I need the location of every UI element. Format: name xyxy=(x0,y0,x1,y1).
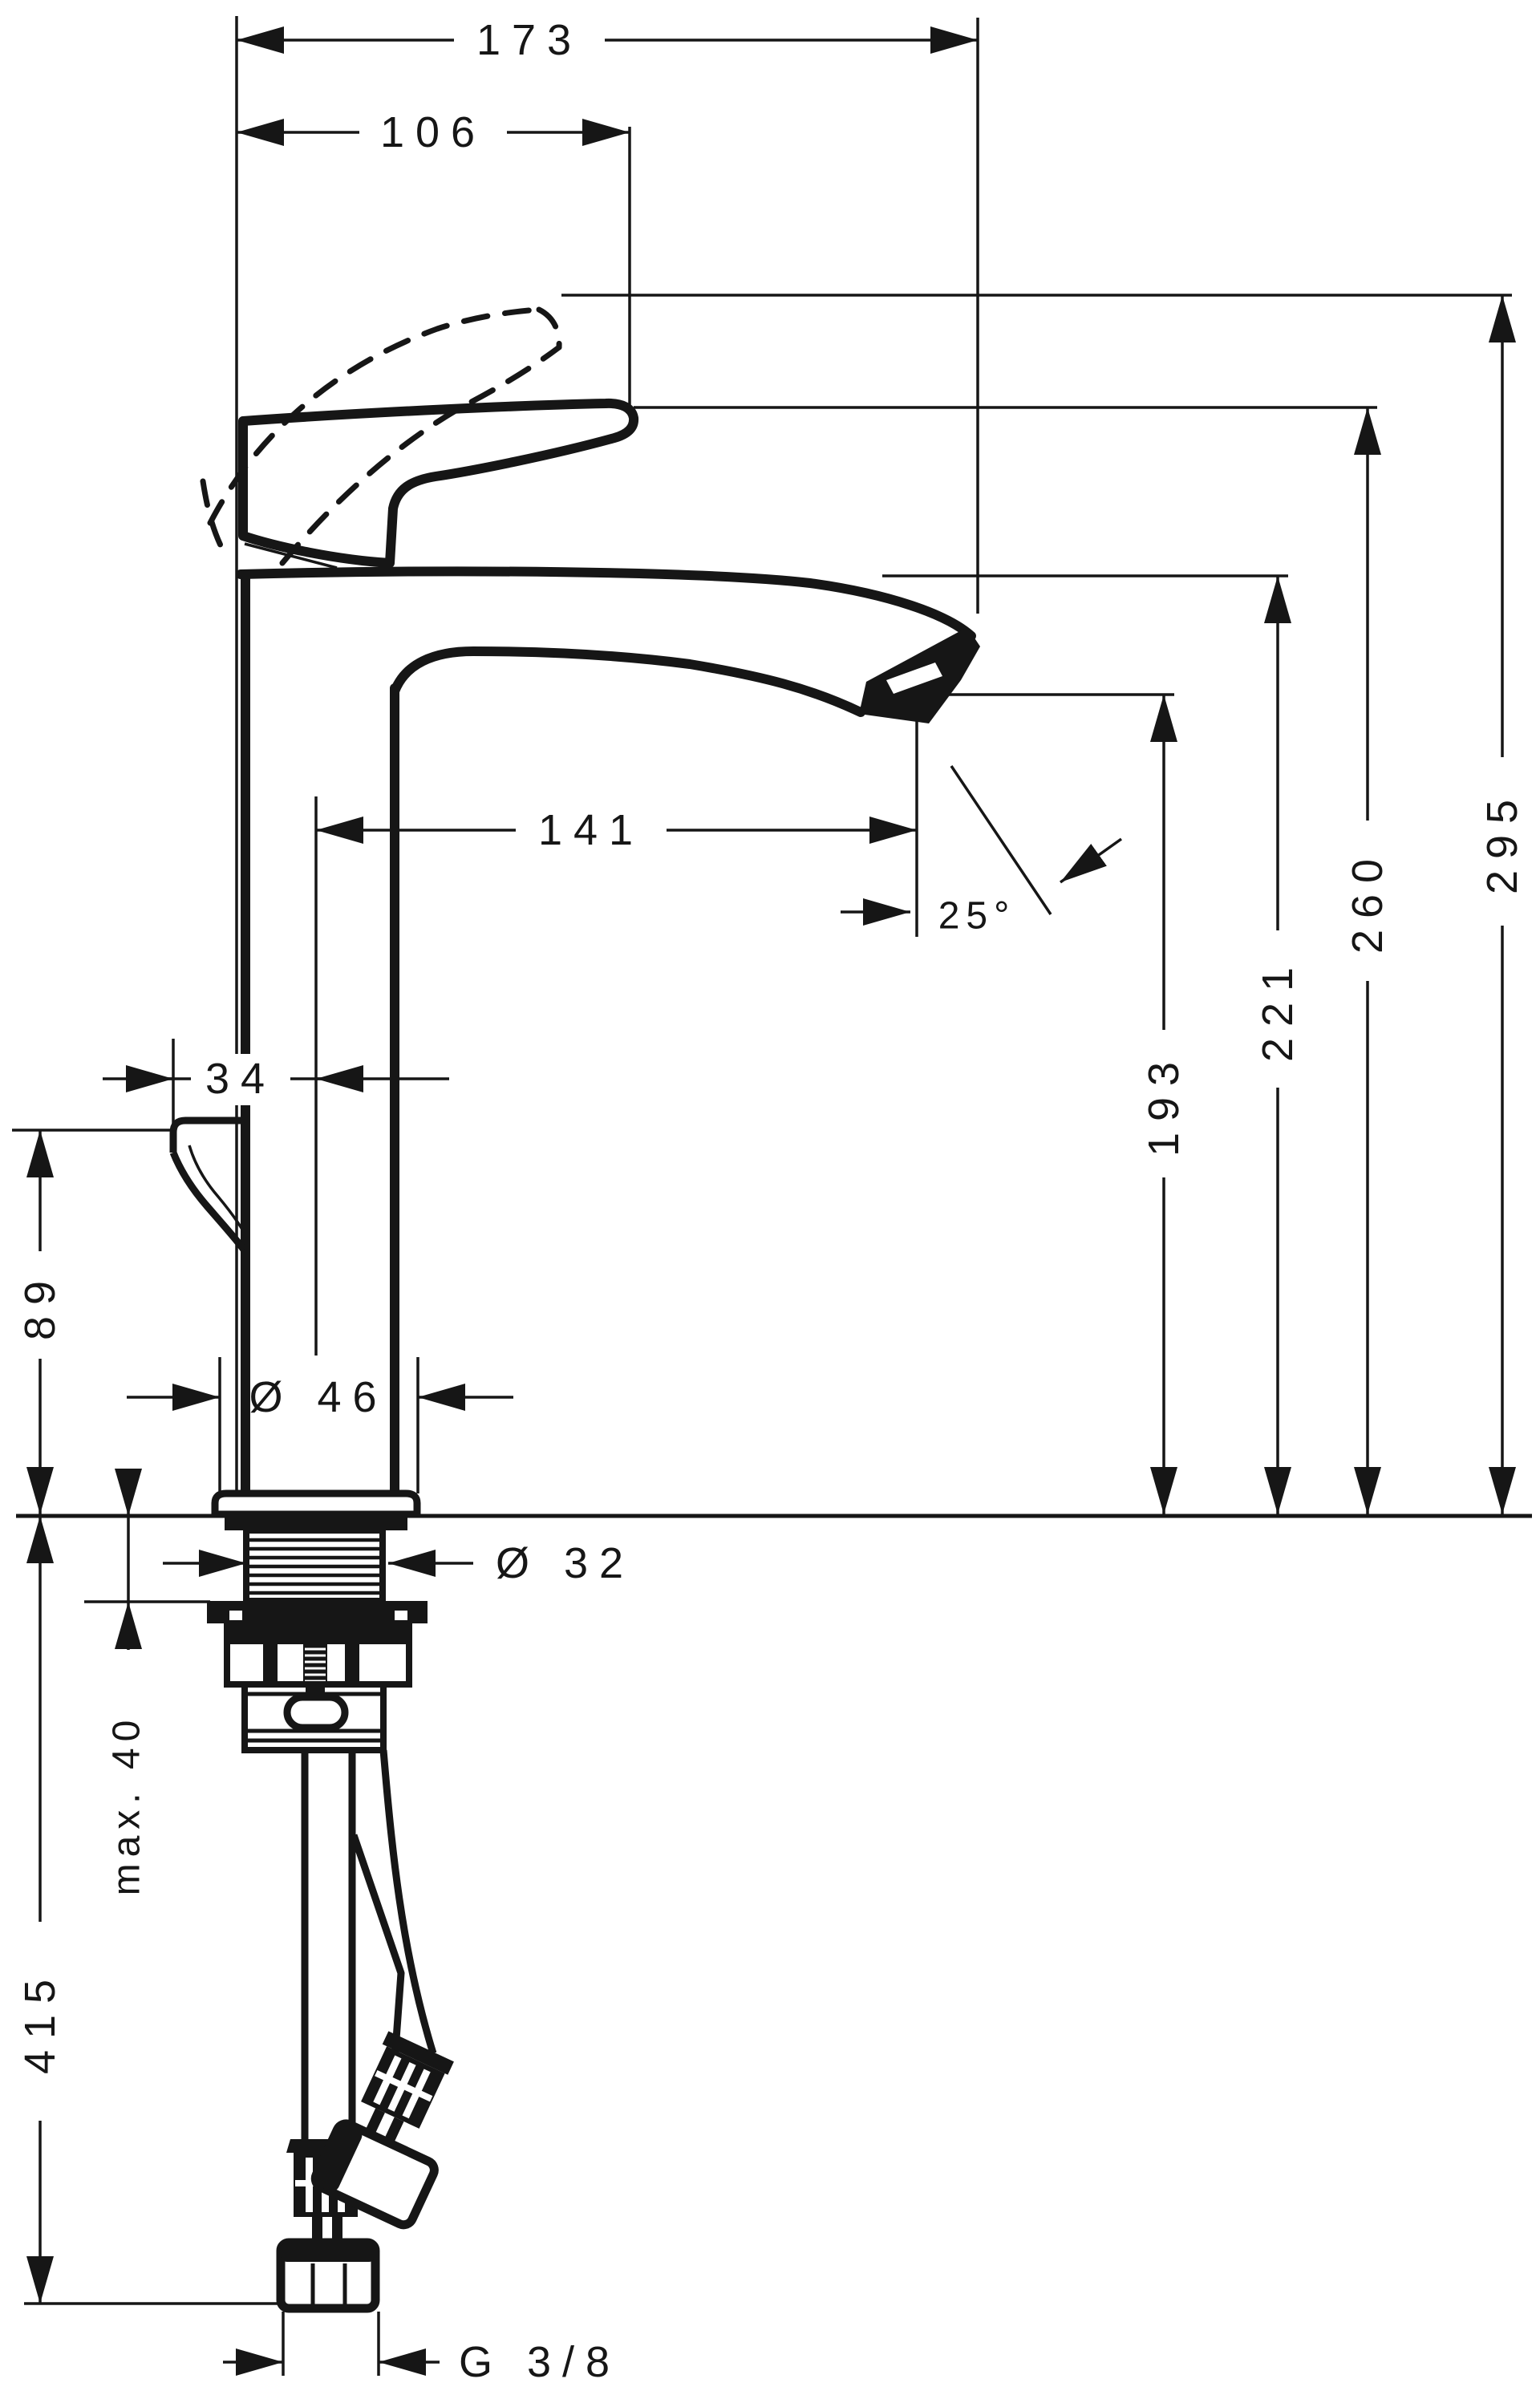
extension-lines xyxy=(12,16,1512,2376)
washer-notch-right xyxy=(395,1611,407,1620)
washer xyxy=(207,1601,428,1623)
label-rod-height: 89 xyxy=(16,1270,64,1340)
label-spout-reach: 141 xyxy=(538,806,644,854)
label-backgrounds xyxy=(16,16,1526,2121)
label-base-diameter: Ø 46 xyxy=(249,1373,387,1421)
hose1-neck-right xyxy=(332,2217,342,2243)
hose2-neck-right xyxy=(383,2117,404,2146)
label-overall-height: 295 xyxy=(1478,788,1526,894)
shank-threads xyxy=(249,1538,379,1595)
mounting-assembly xyxy=(207,1518,428,1753)
hose2-neck-left xyxy=(364,2108,385,2137)
stream-angle-line xyxy=(950,765,1052,915)
label-rod-offset: 34 xyxy=(205,1055,276,1103)
rod-coupling xyxy=(283,1693,349,1732)
dimension-lines xyxy=(26,26,1516,2376)
handle-raised-back-dashed xyxy=(207,306,542,526)
label-spout-top-offset: 106 xyxy=(380,108,486,156)
label-hose-length: 415 xyxy=(16,1968,64,2074)
handle-raised-front-dashed xyxy=(279,344,562,566)
dimension-labels: 173 106 141 25° 34 89 Ø 46 Ø 32 max. 40 … xyxy=(16,16,1526,2386)
label-overall-depth: 173 xyxy=(476,16,582,64)
label-aerator-height: 193 xyxy=(1140,1051,1188,1157)
handle-raised-pivot-dashed xyxy=(200,478,224,549)
faucet-body xyxy=(211,566,980,1518)
label-shank-diameter: Ø 32 xyxy=(496,1539,634,1587)
label-spout-height: 221 xyxy=(1254,956,1302,1062)
hose2-left-edge xyxy=(350,1834,405,2062)
base-escutcheon xyxy=(211,1489,421,1518)
label-max-mounting-thickness: max. 40 xyxy=(106,1714,148,1896)
pull-rod xyxy=(169,1116,247,1252)
mounting-nut-band xyxy=(227,1623,409,1644)
hose2-braid-slits xyxy=(373,2055,433,2119)
pull-rod-outer xyxy=(169,1151,247,1252)
stud-threads xyxy=(305,1647,326,1683)
hose1-neck-left xyxy=(312,2217,322,2243)
aerator-slot xyxy=(886,663,942,694)
hose2-right-edge xyxy=(379,1749,437,2055)
hose2-end xyxy=(310,2031,454,2230)
hose1-nut-band xyxy=(281,2243,375,2262)
label-stream-angle: 25° xyxy=(938,895,1016,938)
spout-underside-edge xyxy=(390,646,865,717)
pull-rod-inner xyxy=(188,1145,245,1233)
stream-angle-arrow-right xyxy=(1059,837,1123,884)
pull-rod-top xyxy=(169,1116,243,1153)
hose2-ferrule xyxy=(382,2031,454,2075)
supply-hoses xyxy=(276,1749,454,2313)
handle-outline xyxy=(238,398,639,568)
nut-slot-left xyxy=(263,1644,278,1682)
nut-slot-right xyxy=(345,1644,359,1682)
label-connection-thread: G 3/8 xyxy=(459,2338,621,2386)
washer-notch-left xyxy=(229,1611,242,1620)
handle-raised-tip-dashed xyxy=(536,306,562,351)
spout-top-edge xyxy=(236,566,976,641)
handle-lever xyxy=(200,306,639,569)
hose2-fitting-band xyxy=(314,2123,363,2192)
label-handle-height: 260 xyxy=(1343,848,1392,954)
